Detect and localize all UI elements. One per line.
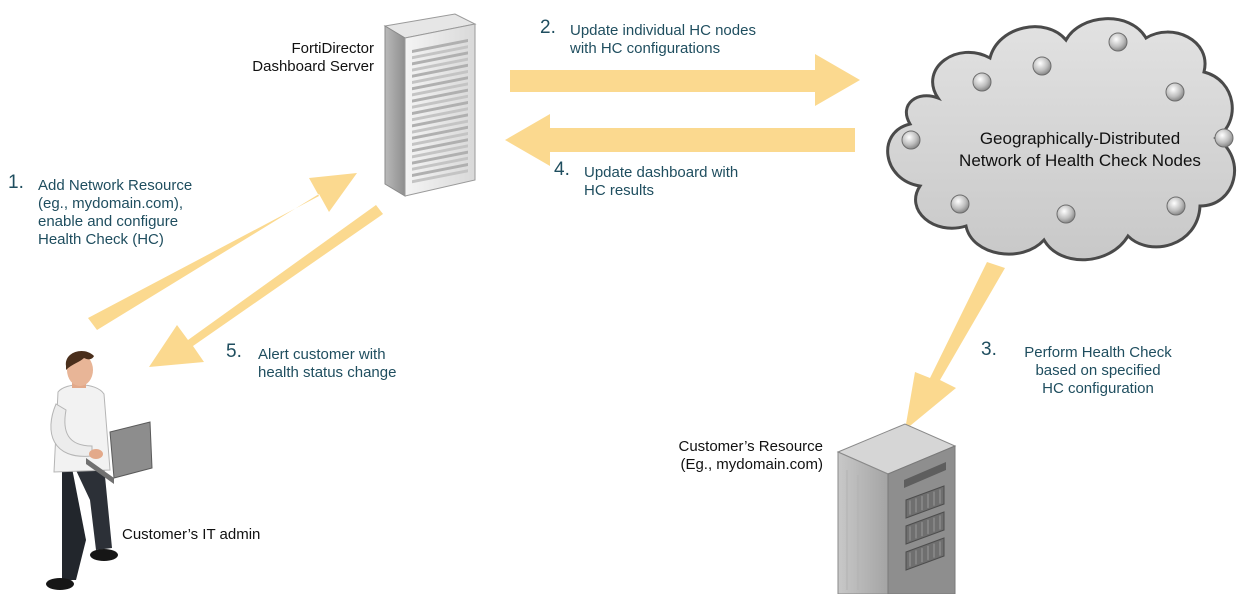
health-check-node-icon	[972, 72, 992, 92]
server-slot	[412, 169, 468, 184]
step-1-number: 1.	[8, 172, 24, 193]
step-2-number: 2.	[540, 17, 556, 38]
server-slot	[412, 150, 468, 165]
customer-resource-label-line: (Eg., mydomain.com)	[680, 456, 823, 473]
server-slot	[412, 70, 468, 84]
customer-resource-server-icon	[836, 423, 957, 594]
server-slot	[412, 51, 468, 66]
health-check-cloud	[886, 17, 1237, 262]
health-check-node-icon	[1166, 196, 1186, 216]
step-5-label: 5. Alert customer with health status cha…	[226, 342, 397, 382]
server-slot	[412, 156, 468, 171]
it-admin-label: Customer’s IT admin	[122, 526, 260, 544]
step-1-line: Add Network Resource	[38, 177, 193, 194]
server-slot	[412, 125, 468, 140]
health-check-node-icon	[950, 194, 970, 214]
step-3-label: 3. Perform Health Check based on specifi…	[981, 340, 1184, 398]
server-slot	[412, 57, 468, 72]
arrow-step1	[88, 173, 357, 330]
server-slot	[412, 163, 468, 177]
step-3-number: 3.	[981, 339, 997, 360]
step-1-line: (eg., mydomain.com),	[38, 195, 184, 212]
health-check-node-icon	[1214, 128, 1234, 148]
health-check-node-icon	[1032, 56, 1052, 76]
arrow-step5	[149, 205, 383, 367]
step-2-line: with HC configurations	[570, 40, 721, 57]
health-check-node-icon	[1165, 82, 1185, 102]
customer-resource-label: Customer’s Resource (Eg., mydomain.com)	[679, 438, 824, 474]
step-4-label: 4. Update dashboard with HC results	[554, 160, 739, 200]
server-slot	[412, 138, 468, 153]
cloud-label: Geographically-Distributed Network of He…	[910, 128, 1250, 172]
step-1-line: Health Check (HC)	[38, 231, 164, 248]
dashboard-server-icon	[383, 13, 477, 197]
step-5-line: health status change	[258, 364, 397, 381]
server-slot	[412, 88, 468, 103]
arrow-step4	[505, 114, 855, 166]
step-3-line: based on specified	[1035, 362, 1161, 379]
dashboard-server-label: FortiDirector Dashboard Server	[252, 40, 374, 76]
customer-resource-label-line: Customer’s Resource	[678, 438, 824, 455]
step-3-line: Perform Health Check	[1024, 344, 1172, 361]
health-check-node-icon	[1056, 204, 1076, 224]
server-slot	[412, 132, 468, 146]
arrow-step3	[905, 262, 1005, 430]
server-slot	[412, 119, 468, 134]
health-check-node-icon	[901, 130, 921, 150]
step-4-number: 4.	[554, 159, 570, 180]
server-slot	[412, 107, 468, 122]
cloud-label-line: Geographically-Distributed	[979, 129, 1181, 148]
step-5-number: 5.	[226, 341, 242, 362]
server-slot	[412, 82, 468, 97]
server-slot	[412, 144, 468, 159]
step-1-line: enable and configure	[38, 213, 179, 230]
server-slot	[412, 94, 468, 109]
health-check-node-icon	[1108, 32, 1128, 52]
step-2-line: Update individual HC nodes	[570, 22, 756, 39]
step-3-line: HC configuration	[1042, 380, 1154, 397]
cloud-label-line: Network of Health Check Nodes	[959, 151, 1201, 170]
dashboard-server-label-line: Dashboard Server	[252, 58, 374, 75]
server-slot	[412, 76, 468, 91]
server-slot	[412, 63, 468, 78]
server-slot	[412, 39, 468, 53]
step-4-line: HC results	[584, 182, 655, 199]
it-admin-label-text: Customer’s IT admin	[122, 526, 261, 543]
step-4-line: Update dashboard with	[584, 164, 739, 181]
step-5-line: Alert customer with	[258, 346, 386, 363]
step-2-label: 2. Update individual HC nodes with HC co…	[540, 18, 756, 58]
it-admin-person-icon	[46, 351, 153, 590]
server-slot	[412, 101, 468, 115]
arrow-step2	[510, 54, 860, 106]
dashboard-server-label-line: FortiDirector	[291, 40, 374, 57]
server-slot	[412, 113, 468, 128]
step-1-label: 1. Add Network Resource (eg., mydomain.c…	[8, 173, 193, 249]
arrows	[88, 54, 1005, 430]
server-slot	[412, 45, 468, 60]
